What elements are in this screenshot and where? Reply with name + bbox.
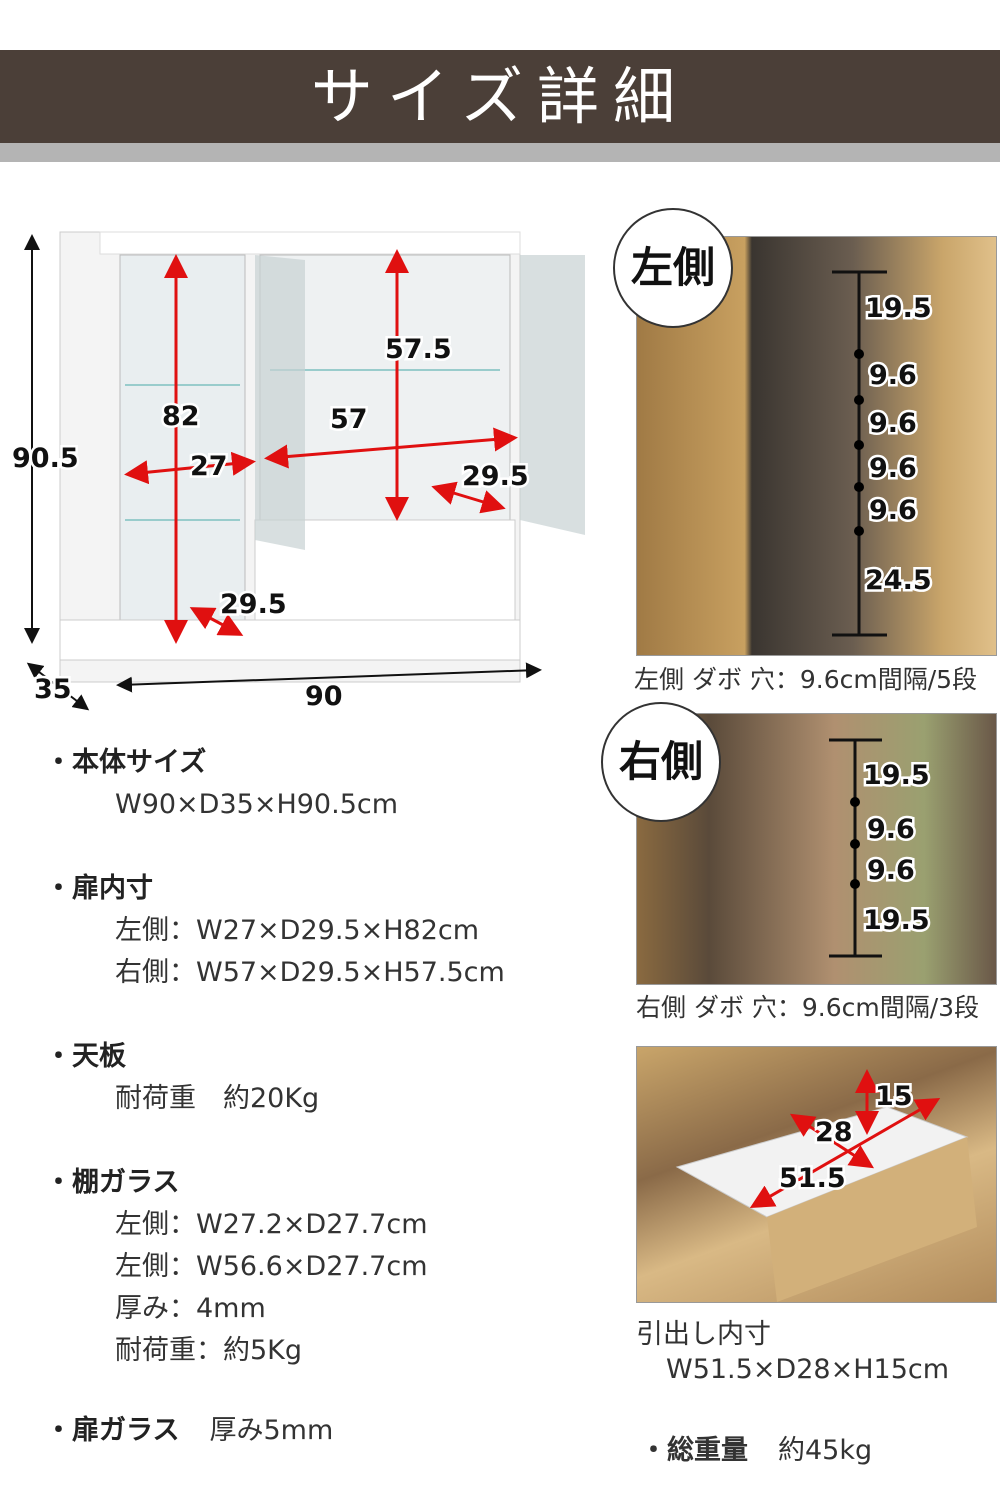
- svg-text:19.5: 19.5: [863, 760, 930, 791]
- svg-text:28: 28: [815, 1117, 853, 1148]
- dim-left-d: 29.5: [220, 589, 287, 620]
- spec-door-glass: ・扉ガラス厚み5mm: [45, 1415, 334, 1446]
- svg-text:9.6: 9.6: [869, 495, 917, 526]
- svg-text:9.6: 9.6: [869, 453, 917, 484]
- svg-text:9.6: 9.6: [867, 814, 915, 845]
- svg-text:15: 15: [875, 1081, 913, 1112]
- header-stripe: [0, 143, 1000, 162]
- page-title: サイズ詳細: [0, 50, 1000, 143]
- svg-text:9.6: 9.6: [867, 855, 915, 886]
- svg-text:51.5: 51.5: [779, 1163, 846, 1194]
- dim-right-d: 29.5: [462, 461, 529, 492]
- svg-text:19.5: 19.5: [863, 905, 930, 936]
- drawer-photo: 15 28 51.5: [636, 1046, 997, 1303]
- dim-right-w: 57: [330, 404, 368, 435]
- left-shelf-marks: 19.5 9.6 9.6 9.6 9.6 24.5: [832, 270, 934, 637]
- drawer-dimensions: W51.5×D28×H15cm: [666, 1354, 950, 1385]
- right-side-badge: 右側: [601, 702, 721, 822]
- left-side-caption: 左側 ダボ 穴：9.6cm間隔/5段: [634, 665, 978, 694]
- right-shelf-marks: 19.5 9.6 9.6 19.5: [829, 738, 932, 958]
- svg-text:19.5: 19.5: [865, 293, 932, 324]
- dim-right-h: 57.5: [385, 334, 452, 365]
- dim-height: 90.5: [12, 443, 79, 474]
- svg-text:24.5: 24.5: [865, 565, 932, 596]
- dim-width: 90: [305, 681, 343, 712]
- dim-left-w: 27: [190, 451, 228, 482]
- drawer-heading: 引出し内寸: [636, 1319, 771, 1350]
- dim-depth: 35: [34, 674, 72, 705]
- svg-text:9.6: 9.6: [869, 360, 917, 391]
- drawer-marks: 15 28 51.5: [675, 1069, 977, 1302]
- left-side-badge: 左側: [613, 208, 733, 328]
- right-side-caption: 右側 ダボ 穴：9.6cm間隔/3段: [636, 993, 980, 1022]
- total-weight: ・総重量約45kg: [640, 1435, 873, 1466]
- svg-text:9.6: 9.6: [869, 408, 917, 439]
- cabinet-diagram: 90.5 35 90 82 27 29.5 57.5 57 29.5: [10, 231, 585, 715]
- dim-left-h: 82: [162, 401, 200, 432]
- spec-top: ・天板耐荷重 約20Kg: [45, 1041, 320, 1114]
